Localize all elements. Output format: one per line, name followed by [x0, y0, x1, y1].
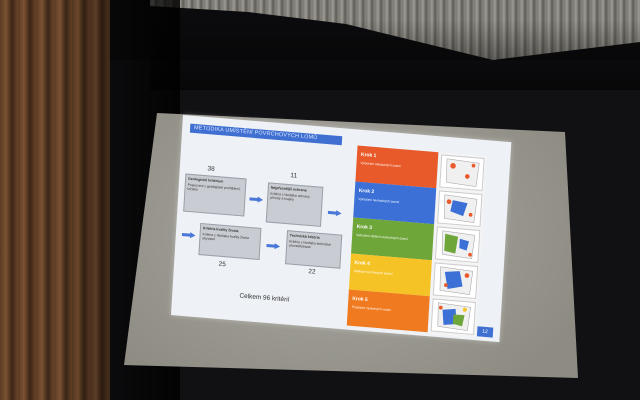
map-thumbnail: [432, 262, 479, 300]
slide-page-number: 12: [476, 326, 494, 338]
map-thumbnail: [430, 298, 476, 336]
count-kvalita: 25: [218, 260, 226, 269]
arrow-right-icon: [266, 242, 280, 249]
step-desc: Vyloučení zakázaných území: [360, 160, 402, 169]
box-text: Kritéria z hlediska ochrany přírody a kr…: [270, 191, 310, 202]
box-geologicke: Geologické kritérium Posouzení z geologi…: [183, 173, 247, 217]
map-icon: [444, 194, 478, 223]
step-desc: Vyloučení nevhodných území: [358, 196, 400, 205]
step-desc: Propojení výsledných vrstev: [351, 304, 392, 313]
count-geologicke: 38: [207, 165, 215, 173]
map-icon: [439, 266, 474, 295]
count-technicka: 22: [308, 268, 316, 276]
arrow-right-icon: [249, 196, 263, 203]
box-technicka: Technická kritéria Kritéria z hlediska t…: [285, 230, 343, 269]
arrow-right-icon: [182, 231, 196, 238]
step-5: Krok 5 Propojení výsledných vrstev: [346, 289, 430, 333]
step-title: Krok 2: [358, 187, 375, 196]
box-text: Kritéria z hlediska kvality života obyva…: [202, 232, 249, 242]
step-title: Krok 3: [356, 223, 373, 232]
step-title: Krok 5: [352, 295, 368, 304]
box-kvalita: Kritéria kvality života Kritéria z hledi…: [198, 222, 262, 261]
box-text: Kritéria z hlediska technické proveditel…: [289, 239, 331, 250]
map-icon: [446, 158, 480, 187]
map-thumbnail: [437, 190, 483, 228]
map-thumbnail: [439, 154, 485, 192]
count-ochrana: 11: [290, 172, 298, 180]
step-desc: Vyloučení dalších nevhodných území: [356, 232, 409, 242]
step-title: Krok 4: [354, 259, 370, 268]
projected-slide: METODIKA UMÍSTĚNÍ POVRCHOVÝCH LOMŮ 38 11…: [171, 115, 512, 343]
box-ochrana: Nejpřesnější ochrana Kritéria z hlediska…: [265, 182, 324, 227]
maps-column: [428, 152, 487, 339]
arrow-right-icon: [328, 209, 342, 216]
total-criteria: Celkem 96 kritérií: [239, 292, 290, 304]
map-icon: [437, 302, 471, 331]
step-title: Krok 1: [360, 151, 377, 160]
step-desc: Aplikace technických kritérií: [353, 268, 393, 277]
slide-title: METODIKA UMÍSTĚNÍ POVRCHOVÝCH LOMŮ: [189, 123, 343, 146]
map-icon: [441, 230, 476, 259]
map-thumbnail: [434, 226, 481, 264]
steps-column: Krok 1 Vyloučení zakázaných území Krok 2…: [346, 145, 439, 335]
valance-shadow: [150, 20, 640, 90]
